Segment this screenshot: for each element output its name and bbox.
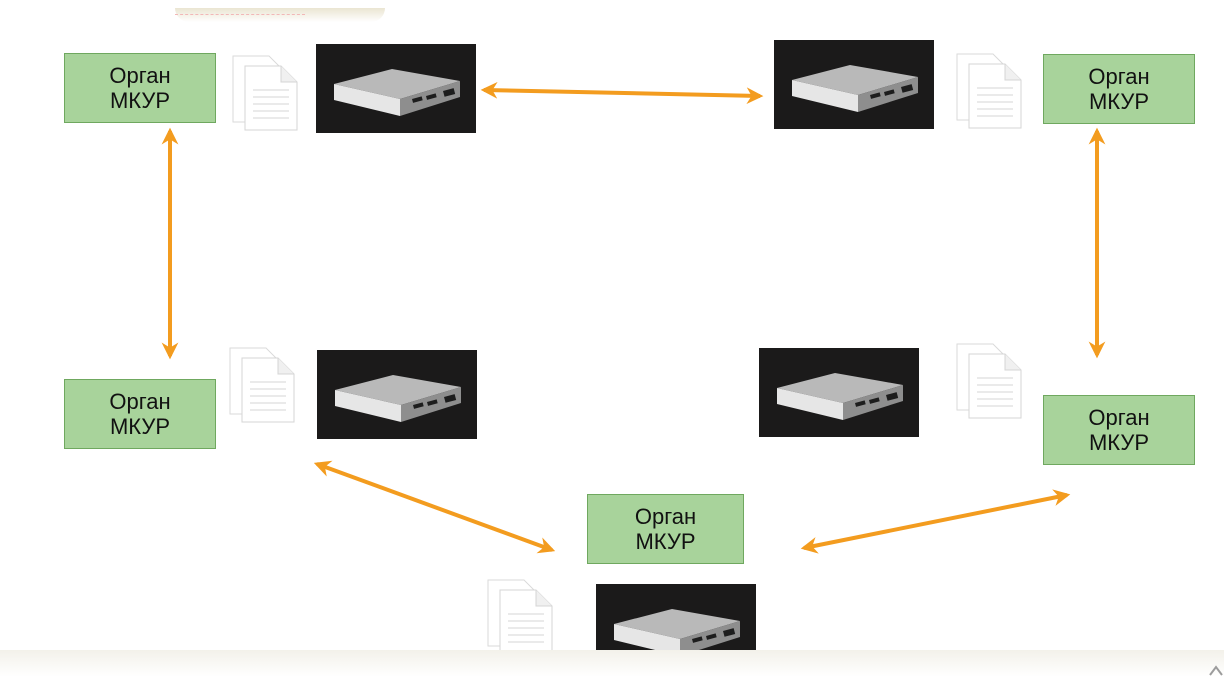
top-decoration: [175, 8, 385, 22]
corner-mark-icon: [1209, 665, 1223, 676]
organ-label-line2: МКУР: [1088, 430, 1150, 455]
documents-icon: [956, 53, 1022, 129]
organ-label-line2: МКУР: [109, 88, 171, 113]
mini-pc-device-icon: [774, 40, 934, 129]
bottom-band: [0, 650, 1224, 677]
arrow-bottom-left: [313, 460, 556, 554]
organ-box-top-right: Орган МКУР: [1043, 54, 1195, 124]
organ-box-middle-left: Орган МКУР: [64, 379, 216, 449]
documents-icon: [487, 579, 553, 655]
arrow-bottom-right: [800, 489, 1071, 554]
organ-box-middle-right: Орган МКУР: [1043, 395, 1195, 465]
mini-pc-device-icon: [759, 348, 919, 437]
organ-box-top-left: Орган МКУР: [64, 53, 216, 123]
mini-pc-device-icon: [316, 44, 476, 133]
organ-label-line2: МКУР: [1088, 89, 1150, 114]
organ-label-line1: Орган: [109, 389, 171, 414]
top-dashed-line: [175, 14, 305, 15]
organ-label-line2: МКУР: [109, 414, 171, 439]
organ-label-line1: Орган: [109, 63, 171, 88]
organ-label-line2: МКУР: [635, 529, 696, 554]
documents-icon: [232, 55, 298, 131]
documents-icon: [229, 347, 295, 423]
organ-label-line1: Орган: [1088, 64, 1150, 89]
organ-label-line1: Орган: [634, 504, 697, 529]
mini-pc-device-icon: [317, 350, 477, 439]
organ-box-bottom-center: Орган МКУР: [587, 494, 744, 564]
organ-label-line1: Орган: [1088, 405, 1150, 430]
documents-icon: [956, 343, 1022, 419]
arrow-top: [480, 81, 764, 105]
